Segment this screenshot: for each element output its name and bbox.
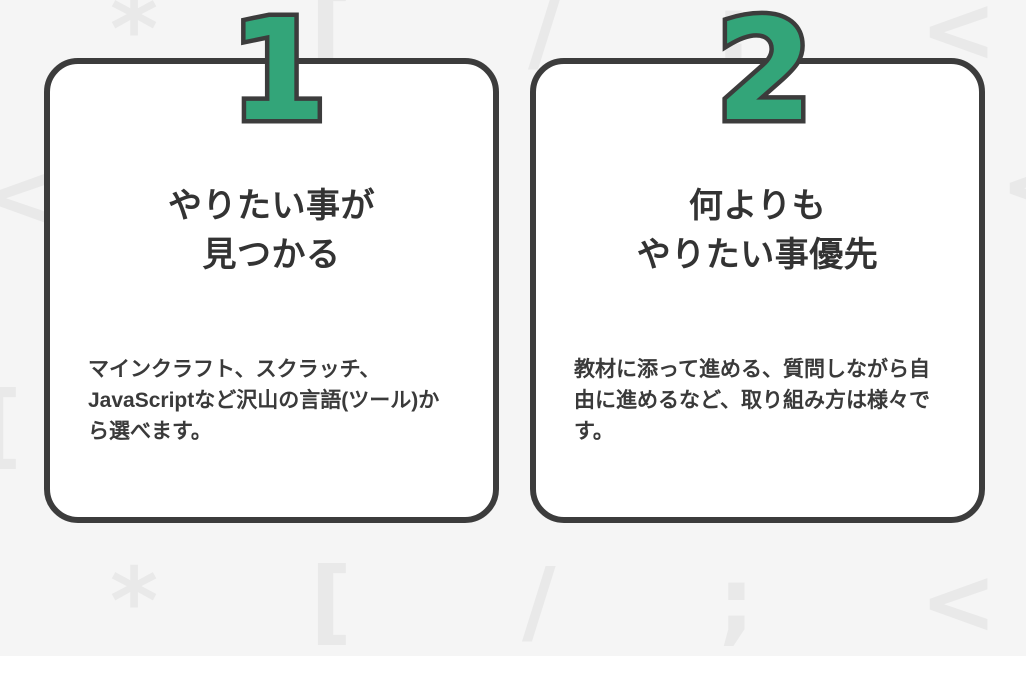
card-body-1: マインクラフト、スクラッチ、JavaScriptなど沢山の言語(ツール)から選べ… — [88, 358, 440, 444]
feature-card-2[interactable]: 2 何よりも やりたい事優先 教材に添って進める、質問しながら自由に進めるなど、… — [530, 0, 985, 523]
card-heading-2: 何よりも やりたい事優先 — [636, 187, 879, 275]
card-body-2: 教材に添って進める、質問しながら自由に進めるなど、取り組み方は様々です。 — [574, 358, 930, 444]
feature-card-list: 1 やりたい事が 見つかる マインクラフト、スクラッチ、JavaScriptなど… — [44, 0, 985, 523]
card-step-number-2: 2 — [711, 0, 817, 153]
feature-card-1[interactable]: 1 やりたい事が 見つかる マインクラフト、スクラッチ、JavaScriptなど… — [44, 0, 499, 523]
card-step-number-1: 1 — [225, 0, 331, 153]
card-heading-1: やりたい事が 見つかる — [168, 187, 375, 275]
